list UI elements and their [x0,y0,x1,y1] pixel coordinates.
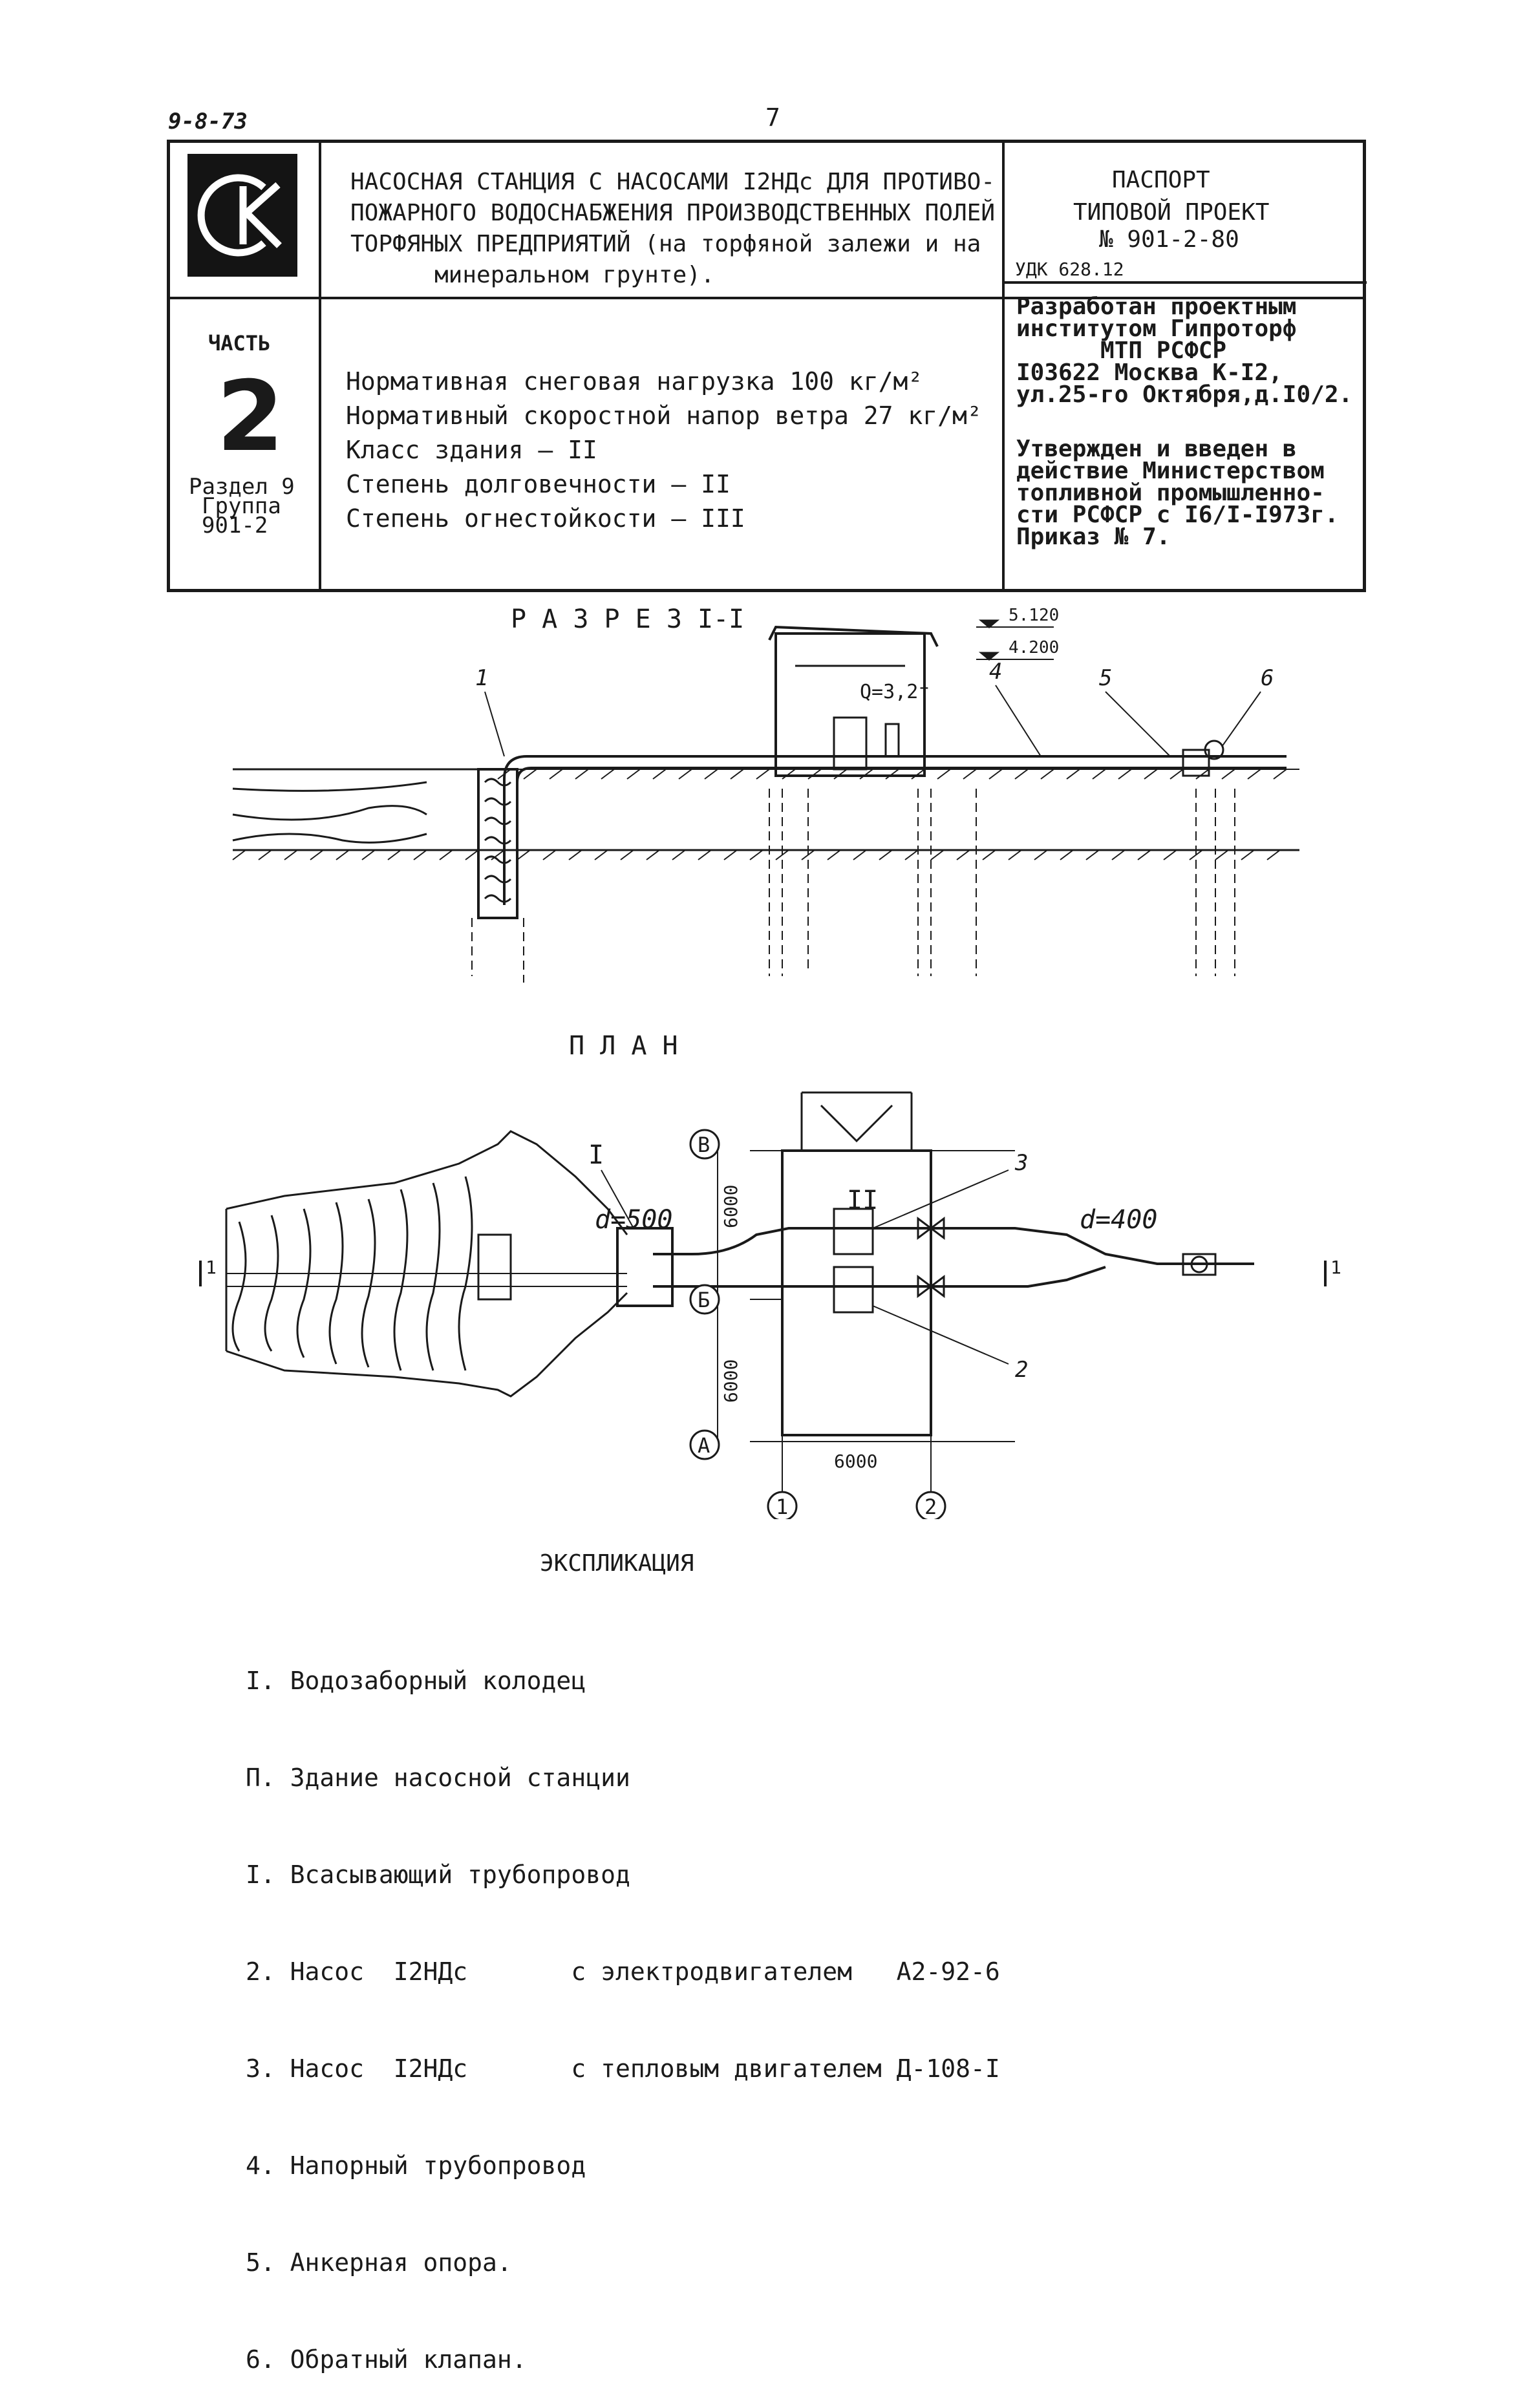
developer-info: Разработан проектным институтом Гипротор… [1016,293,1353,408]
axis-label-2: 2 [924,1495,937,1519]
title-line: ТОРФЯНЫХ ПРЕДПРИЯТИЙ (на торфяной залежи… [350,231,981,257]
developer-line: Разработан проектным [1016,293,1297,320]
spec-item: Класс здания – II [346,436,597,464]
title-line: НАСОСНАЯ СТАНЦИЯ С НАСОСАМИ I2НДс ДЛЯ ПР… [350,169,995,195]
elevation-2: 4.200 [1009,638,1059,657]
section-group: Раздел 9 Группа 901-2 [189,474,295,538]
axis-label-a: А [698,1433,710,1458]
plan-drawing: В Б А 1 2 6000 6000 6000 I II d=500 d=40… [199,1091,1341,1519]
developer-line: институтом Гипроторф [1016,315,1297,342]
udk-code: УДК 628.12 [1015,259,1124,280]
explication-list: I. Водозаборный колодец П. Здание насосн… [246,1600,1000,2408]
section-drawing: Q=3,2т 5.120 4.200 1 4 5 6 [232,606,1299,983]
spec-item: Степень долговечности – II [346,470,731,498]
callout-1: 1 [475,665,488,691]
group-label: Группа [202,493,281,519]
spec-item: Нормативный скоростной напор ветра 27 кг… [346,401,982,430]
approval-line: топливной промышленно- [1016,480,1325,506]
explication-item: П. Здание насосной станции [246,1763,630,1792]
developer-line: ул.25-го Октября,д.I0/2. [1016,381,1353,408]
dim-6000-bottom: 6000 [720,1359,742,1403]
title-block-left-col [170,143,321,589]
explication-item: 3. Насос I2НДс с тепловым двигателем Д-1… [246,2054,1000,2083]
developer-line: I03622 Москва К-I2, [1016,359,1283,386]
d500-label: d=500 [595,1205,672,1235]
section-title: Р А З Р Е З I-I [511,604,745,634]
title-block-hline [170,297,1363,299]
approval-line: действие Министерством [1016,458,1325,484]
explication-item: 5. Анкерная опора. [246,2248,512,2277]
passport-label: ПАСПОРТ [1112,167,1210,193]
project-type: ТИПОВОЙ ПРОЕКТ [1073,199,1270,226]
approval-line: сти РСФСР с I6/I-I973г. [1016,502,1339,528]
spec-item: Нормативная снеговая нагрузка 100 кг/м² [346,367,923,396]
part-label: ЧАСТЬ [208,331,271,356]
title-block-divider [1002,143,1005,589]
plan-title: П Л А Н [569,1031,678,1061]
title-block [167,140,1367,592]
project-title: НАСОСНАЯ СТАНЦИЯ С НАСОСАМИ I2НДс ДЛЯ ПР… [350,167,995,291]
sk-logo [187,154,297,277]
doc-code: 9-8-73 [168,109,248,134]
callout-4: 4 [989,659,1002,685]
approval-line: Приказ № 7. [1016,524,1171,550]
part-number: 2 [217,361,284,473]
explication-item: 6. Обратный клапан. [246,2345,527,2374]
axis-label-v: В [698,1133,710,1157]
callout-5: 5 [1099,665,1112,691]
title-line: ПОЖАРНОГО ВОДОСНАБЖЕНИЯ ПРОИЗВОДСТВЕННЫХ… [350,200,995,226]
crane-label: Q=3,2т [860,681,930,703]
group-code: 901-2 [202,513,268,538]
explication-title: ЭКСПЛИКАЦИЯ [540,1550,694,1577]
section-label: Раздел 9 [189,474,295,500]
axis-label-b: Б [698,1288,710,1312]
approval-info: Утвержден и введен в действие Министерст… [1016,436,1339,550]
explication-item: 4. Напорный трубопровод [246,2151,586,2180]
explication-item: I. Водозаборный колодец [246,1667,586,1695]
explication-item: 2. Насос I2НДс с электродвигателем А2-92… [246,1957,1000,1986]
callout-3: 3 [1014,1150,1028,1176]
label-I: I [588,1140,604,1170]
d400-label: d=400 [1080,1205,1157,1235]
cut-mark-right: 1 [1330,1257,1341,1278]
title-line: минеральном грунте). [434,262,715,288]
spec-item: Степень огнестойкости – III [346,504,745,533]
label-II: II [847,1186,878,1215]
developer-line: МТП РСФСР [1016,337,1227,364]
callout-6: 6 [1261,665,1274,691]
dim-6000-top: 6000 [720,1185,742,1228]
spec-list: Нормативная снеговая нагрузка 100 кг/м² … [346,365,982,536]
title-block-udk-line [1005,281,1367,284]
callout-2: 2 [1015,1357,1028,1383]
axis-label-1: 1 [776,1495,788,1519]
sk-logo-icon [197,174,282,257]
page-number: 7 [765,103,780,132]
explication-item: I. Всасывающий трубопровод [246,1860,630,1889]
elevation-top: 5.120 [1009,606,1059,625]
cut-mark-left: 1 [206,1257,217,1278]
dim-6000-horiz: 6000 [834,1451,877,1472]
approval-line: Утвержден и введен в [1016,436,1297,462]
project-number: № 901-2-80 [1099,226,1239,253]
